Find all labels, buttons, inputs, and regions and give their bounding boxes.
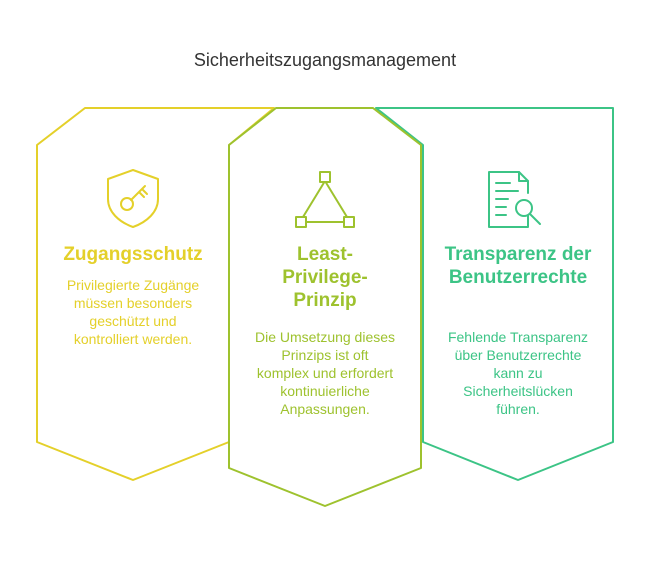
column-3-description: Fehlende Transparenz über Benutzerrechte… (447, 329, 589, 417)
shield-key-icon (107, 169, 159, 228)
column-2-shape (228, 107, 422, 507)
document-search-icon (488, 171, 541, 228)
column-1-heading: Zugangsschutz (63, 244, 203, 265)
column-3-heading: Transparenz der Benutzerrechte (444, 244, 592, 288)
diagram-title: Sicherheitszugangsmanagement (193, 50, 457, 70)
column-2-description: Die Umsetzung dieses Prinzips ist oft ko… (254, 329, 396, 417)
column-2-heading: Least-Privilege-Prinzip (282, 244, 368, 311)
column-1-description: Privilegierte Zugänge müssen besonders g… (66, 277, 200, 347)
column-3-shape (375, 107, 614, 481)
triangle-nodes-icon (295, 171, 355, 228)
